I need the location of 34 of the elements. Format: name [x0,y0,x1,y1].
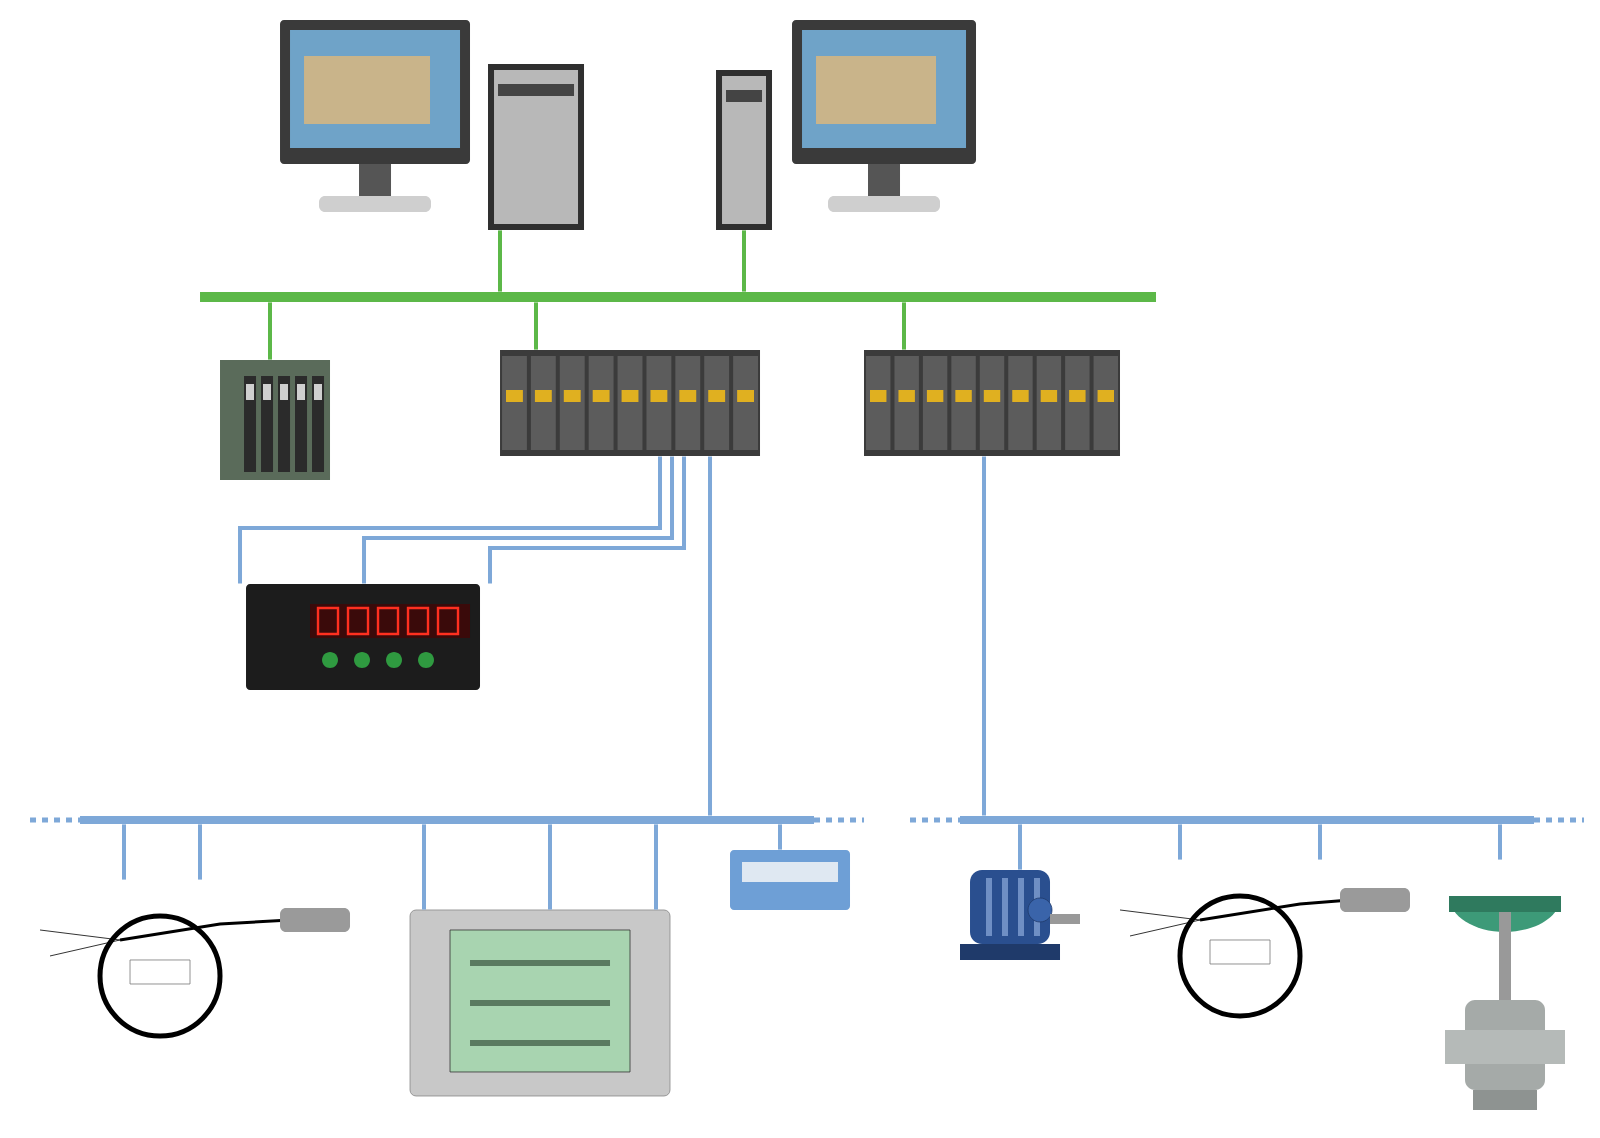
panel-meter-drawing [246,584,480,690]
motor-drawing [960,870,1080,960]
network-cable [122,824,126,880]
network-cable [238,456,662,584]
network-cable [1498,824,1502,860]
controller-drawing [500,350,760,456]
controller-drawing [864,350,1120,456]
network-cable [498,230,502,292]
network-cable [982,456,986,816]
network-cable [902,302,906,350]
network-cable [1178,824,1182,860]
network-cable [742,230,746,292]
network-cable [708,456,712,816]
network-cable [488,456,686,584]
temperature-sensor-drawing [1119,888,1410,1019]
bus-line [27,816,867,824]
bus-line [907,816,1587,824]
temperature-sensor-drawing [39,908,350,1039]
controller-rack-drawing [220,360,330,480]
touch-panel-drawing [409,909,671,1097]
computer-drawing [716,20,976,230]
network-cable [548,824,552,910]
network-cable [198,824,202,880]
network-cable [1318,824,1322,860]
network-cable [362,456,674,584]
network-cable [1018,824,1022,870]
network-cable [778,824,782,850]
network-cable [268,302,272,360]
control-valve-drawing [1445,896,1565,1110]
network-cable [654,824,658,910]
computer-drawing [280,20,584,230]
network-cable [534,302,538,350]
network-cable [422,824,426,910]
io-module-drawing [730,850,850,910]
